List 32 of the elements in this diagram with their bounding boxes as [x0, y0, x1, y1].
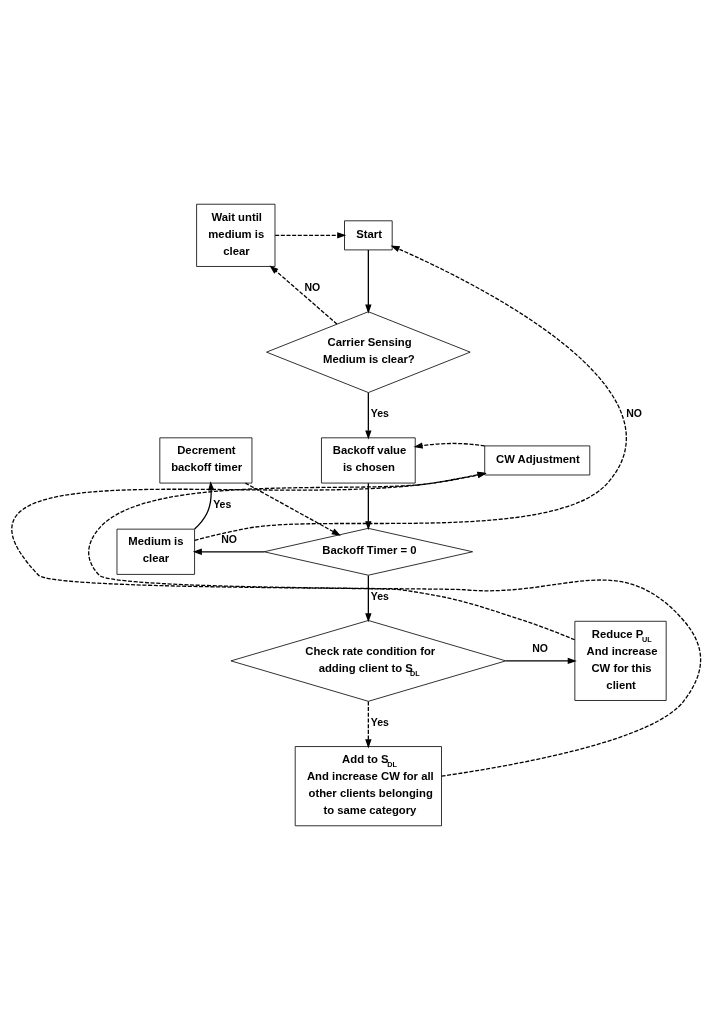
arrow [11, 471, 576, 641]
edge-label: Yes [213, 497, 232, 510]
node-box: Backoff value is chosen [321, 437, 416, 484]
node-diamond: Check rate condition for adding client to S$_{DL}$ [230, 620, 507, 702]
node-box: CW Adjustment [484, 445, 591, 476]
edge-label: NO [304, 281, 321, 294]
arrow [413, 442, 486, 449]
edge-label: NO [626, 407, 642, 420]
node-box: Wait until medium is clear [196, 203, 276, 267]
arrow [365, 249, 372, 314]
arrow [365, 392, 372, 440]
arrow [274, 232, 347, 239]
arrow [365, 574, 372, 623]
node-box: Decrement backoff timer [159, 437, 253, 484]
node-box: Medium is clear [116, 528, 195, 575]
node-box: Add to S$_{DL}$ And increase CW for all other clients belonging to same category [294, 746, 442, 827]
arrow [505, 657, 577, 665]
node-box: Start [344, 220, 393, 251]
node-diamond: Carrier Sensing Medium is clear? [266, 311, 471, 393]
node-box: Reduce P$_{UL}$ And increase CW for this client [574, 620, 667, 701]
arrow [192, 548, 265, 555]
arrow [88, 471, 702, 777]
arrow [194, 245, 627, 541]
edge-label: Yes [370, 715, 389, 728]
arrow [365, 700, 372, 749]
edge-label: NO [221, 533, 237, 546]
edge-label: Yes [370, 589, 389, 602]
edge-label: NO [532, 642, 548, 655]
arrow [269, 265, 338, 325]
edge-label: Yes [370, 407, 389, 420]
arrow [244, 482, 341, 536]
arrow [365, 482, 372, 531]
